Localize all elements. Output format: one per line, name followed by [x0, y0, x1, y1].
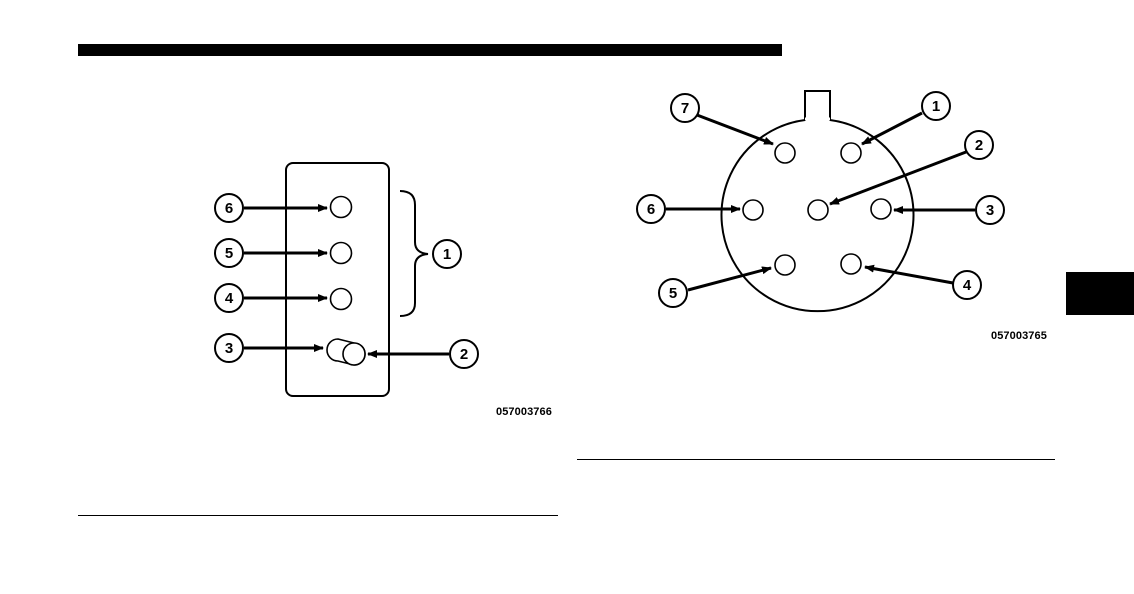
callout-6: 6: [637, 195, 665, 223]
figure-code-left: 057003766: [496, 406, 552, 418]
callout-3: 3: [976, 196, 1004, 224]
pin-4: [841, 254, 861, 274]
figure-code-right: 057003765: [991, 330, 1047, 342]
pin-1: [841, 143, 861, 163]
pin-7: [775, 143, 795, 163]
arrow-1: [862, 113, 922, 144]
pin-2: [808, 200, 828, 220]
svg-text:3: 3: [986, 202, 994, 219]
pin-6: [743, 200, 763, 220]
svg-text:7: 7: [681, 100, 689, 117]
callout-5: 5: [659, 279, 687, 307]
divider-left: [78, 515, 558, 516]
arrow-4: [865, 267, 953, 283]
arrow-5: [688, 268, 771, 290]
divider-right: [577, 459, 1055, 460]
svg-text:6: 6: [647, 201, 655, 218]
pin-5: [775, 255, 795, 275]
callout-4: 4: [953, 271, 981, 299]
svg-text:5: 5: [669, 285, 677, 302]
svg-text:1: 1: [932, 98, 940, 115]
arrow-7: [697, 115, 773, 144]
callout-7: 7: [671, 94, 699, 122]
svg-text:4: 4: [963, 277, 972, 294]
callout-2: 2: [965, 131, 993, 159]
svg-text:2: 2: [975, 137, 983, 154]
pin-3: [871, 199, 891, 219]
callout-1: 1: [922, 92, 950, 120]
